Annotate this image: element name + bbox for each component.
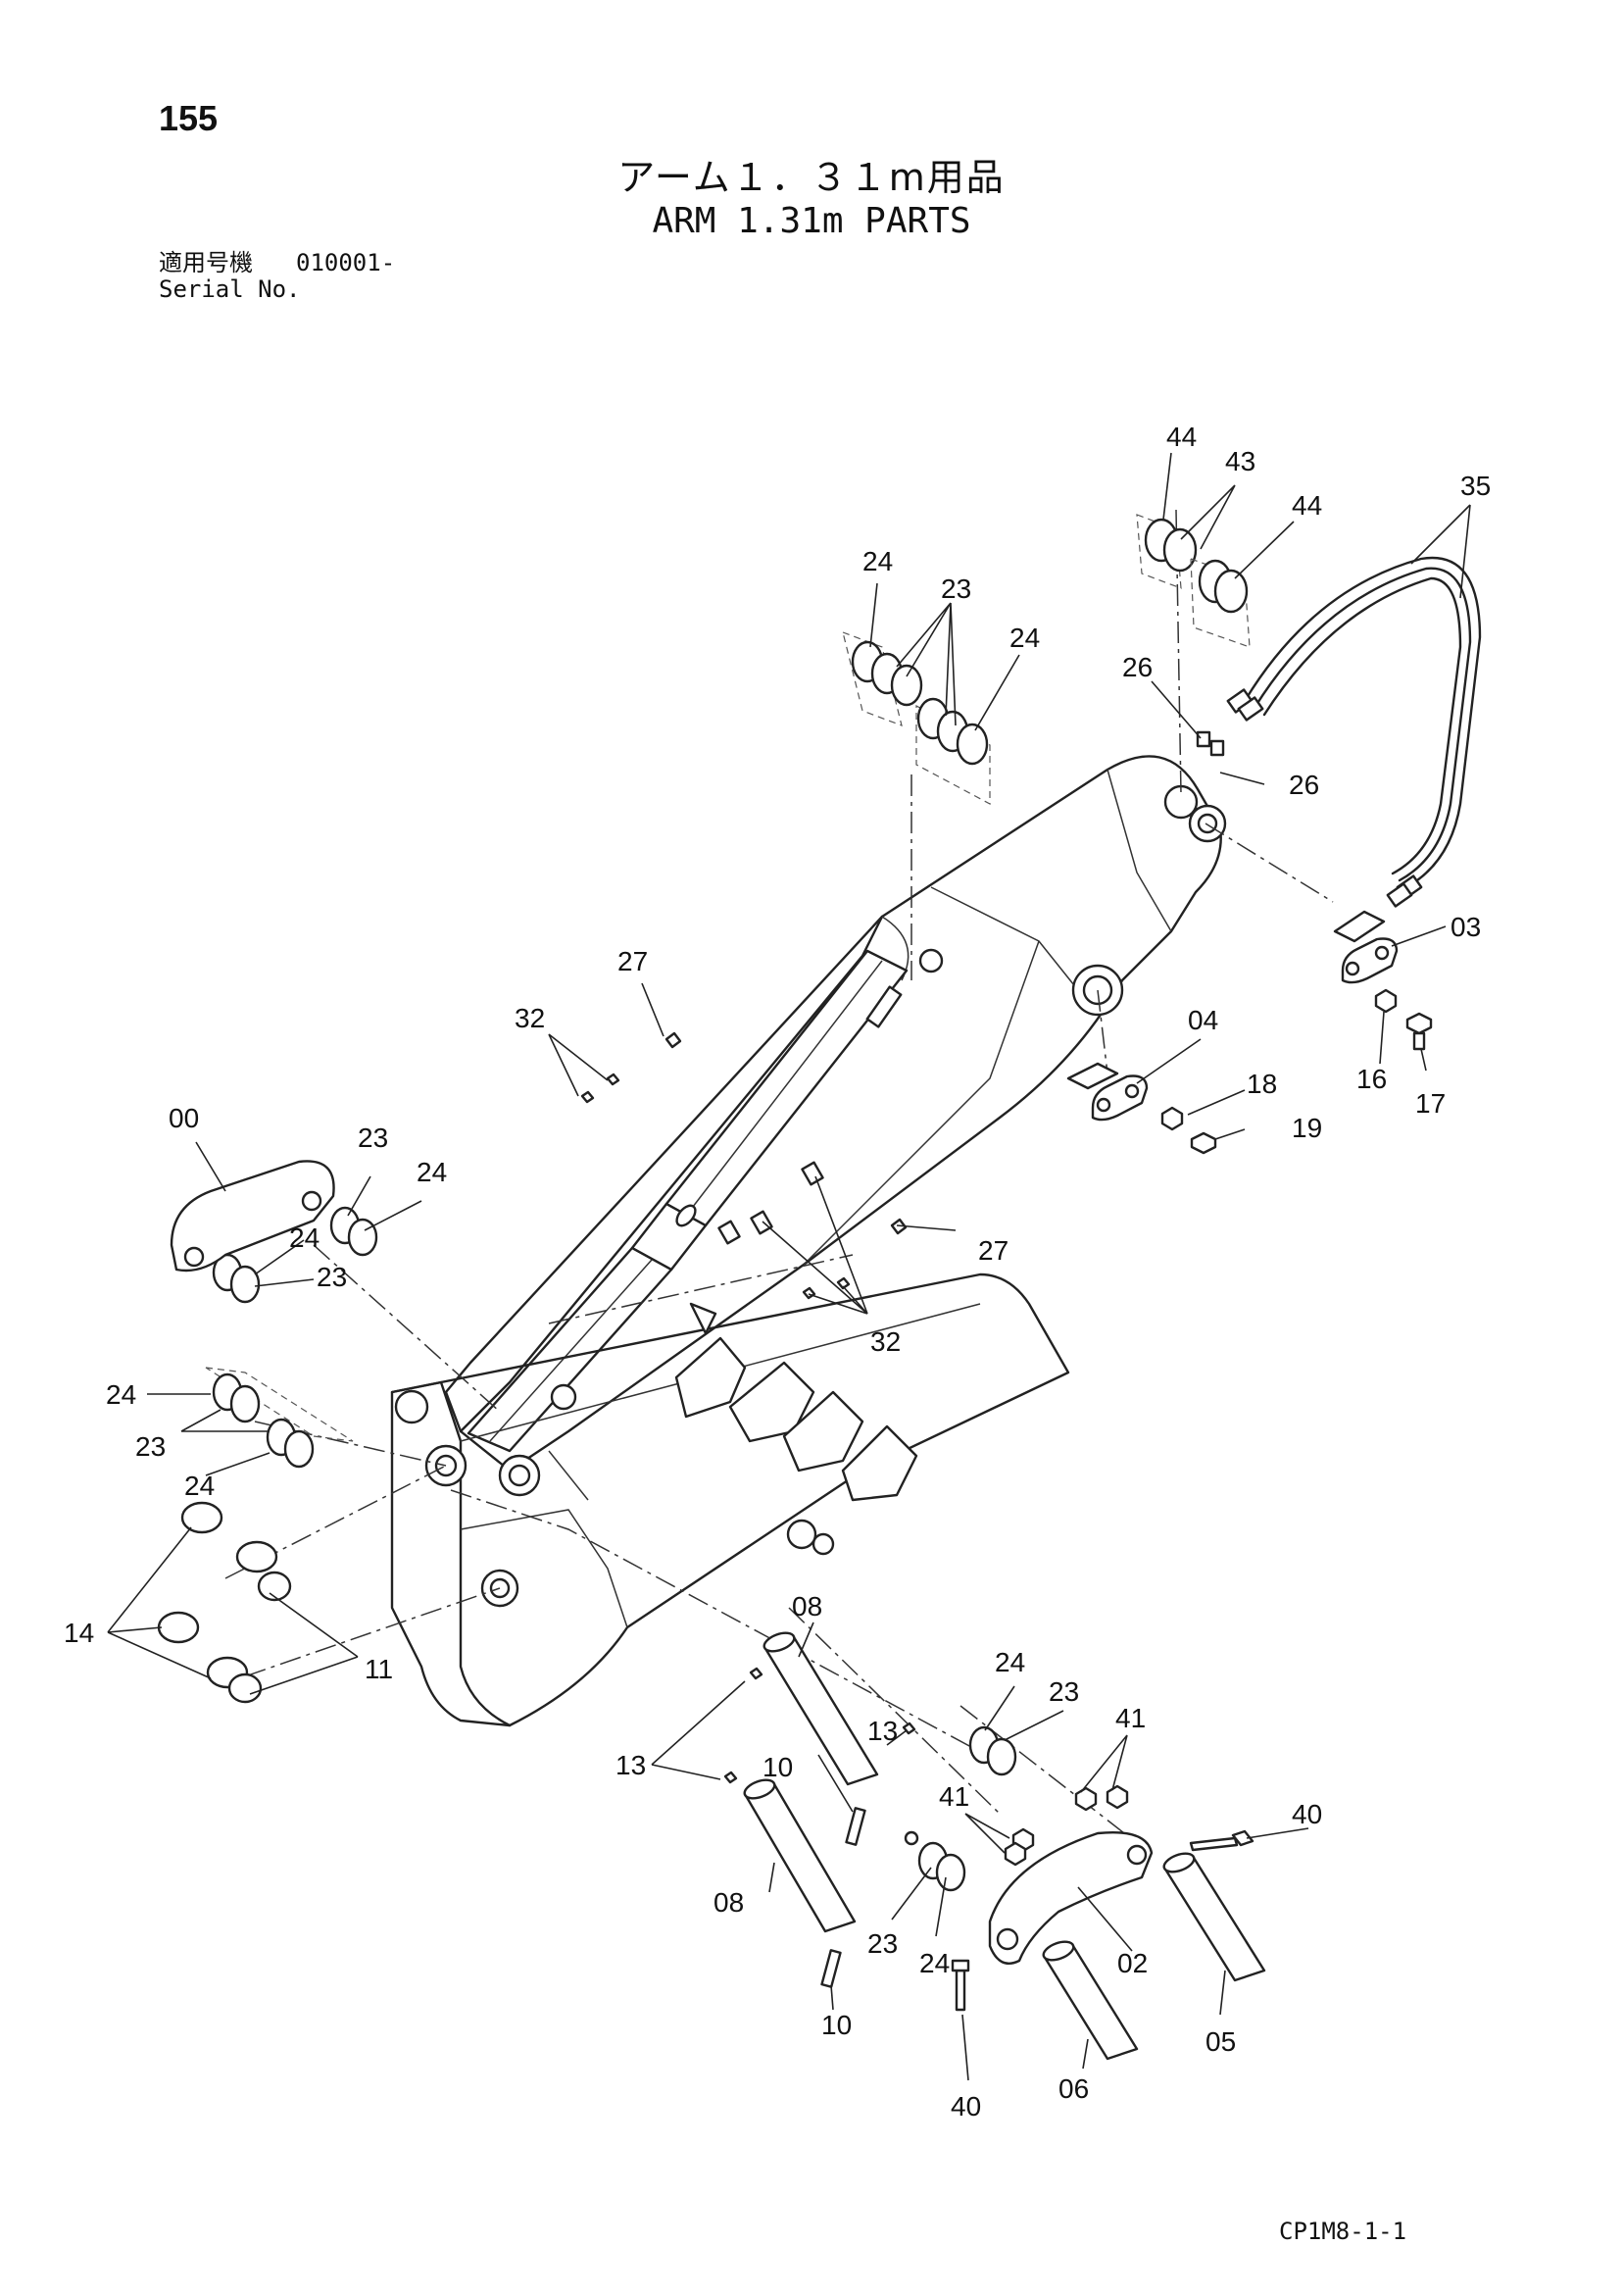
callout-06: 06 — [1058, 2073, 1089, 2104]
callout-18: 18 — [1247, 1069, 1277, 1099]
callout-24: 24 — [919, 1948, 950, 1978]
page-title-english: ARM 1.31m PARTS — [652, 201, 971, 241]
leader-lines — [107, 452, 1471, 2081]
callout-35: 35 — [1460, 471, 1491, 501]
callout-10: 10 — [821, 2010, 852, 2040]
fasteners — [580, 730, 1433, 1867]
serial-label-japanese: 適用号機 — [159, 249, 253, 276]
assembly-center-lines — [224, 509, 1334, 1844]
callout-32: 32 — [515, 1003, 545, 1033]
callout-32: 32 — [870, 1326, 901, 1357]
callout-41: 41 — [1115, 1703, 1146, 1733]
washer-groups — [157, 514, 1251, 1892]
callout-23: 23 — [317, 1262, 347, 1292]
callout-08: 08 — [713, 1887, 744, 1918]
callout-40: 40 — [951, 2091, 981, 2121]
figure-code: CP1M8-1-1 — [1279, 2218, 1407, 2245]
callout-24: 24 — [289, 1223, 320, 1253]
callout-26: 26 — [1122, 652, 1153, 682]
page-title-japanese: アーム１．３１m用品 — [617, 156, 1006, 199]
serial-block: 適用号機 010001- Serial No. — [159, 250, 395, 303]
callout-24: 24 — [995, 1647, 1025, 1677]
hoses — [1226, 556, 1482, 908]
callout-26: 26 — [1289, 770, 1319, 800]
callout-14: 14 — [64, 1618, 94, 1648]
callout-23: 23 — [941, 574, 971, 604]
callout-23: 23 — [135, 1431, 166, 1462]
callout-24: 24 — [1009, 623, 1040, 653]
callout-41: 41 — [939, 1781, 969, 1812]
callout-16: 16 — [1356, 1064, 1387, 1094]
callout-27: 27 — [978, 1235, 1008, 1266]
bucket-cylinder — [467, 949, 909, 1453]
callout-23: 23 — [1049, 1676, 1079, 1707]
callout-13: 13 — [867, 1716, 898, 1746]
callout-17: 17 — [1415, 1088, 1446, 1119]
callout-24: 24 — [106, 1379, 136, 1410]
serial-value: 010001- — [296, 249, 396, 276]
callout-19: 19 — [1292, 1113, 1322, 1143]
callout-08: 08 — [792, 1591, 822, 1622]
callout-43: 43 — [1225, 446, 1255, 476]
callout-24: 24 — [417, 1157, 447, 1187]
callout-10: 10 — [762, 1752, 793, 1782]
callout-44: 44 — [1166, 422, 1197, 452]
callout-13: 13 — [615, 1750, 646, 1780]
callout-44: 44 — [1292, 490, 1322, 521]
callout-00: 00 — [169, 1103, 199, 1133]
callout-24: 24 — [862, 546, 893, 576]
callout-02: 02 — [1117, 1948, 1148, 1978]
callout-05: 05 — [1205, 2026, 1236, 2057]
pins-and-links — [170, 910, 1399, 2061]
arm-body — [444, 755, 1227, 1472]
callout-27: 27 — [617, 946, 648, 976]
callout-03: 03 — [1451, 912, 1481, 942]
callout-04: 04 — [1188, 1005, 1218, 1035]
callout-24: 24 — [184, 1471, 215, 1501]
callout-labels: 44 43 44 35 24 23 24 26 26 03 04 18 19 1… — [64, 422, 1491, 2121]
callout-23: 23 — [867, 1928, 898, 1959]
callout-23: 23 — [358, 1123, 388, 1153]
serial-label-english: Serial No. — [159, 275, 301, 303]
bucket — [390, 1273, 1070, 1727]
page-number: 155 — [159, 98, 219, 138]
callout-40: 40 — [1292, 1799, 1322, 1829]
callout-11: 11 — [365, 1654, 393, 1684]
